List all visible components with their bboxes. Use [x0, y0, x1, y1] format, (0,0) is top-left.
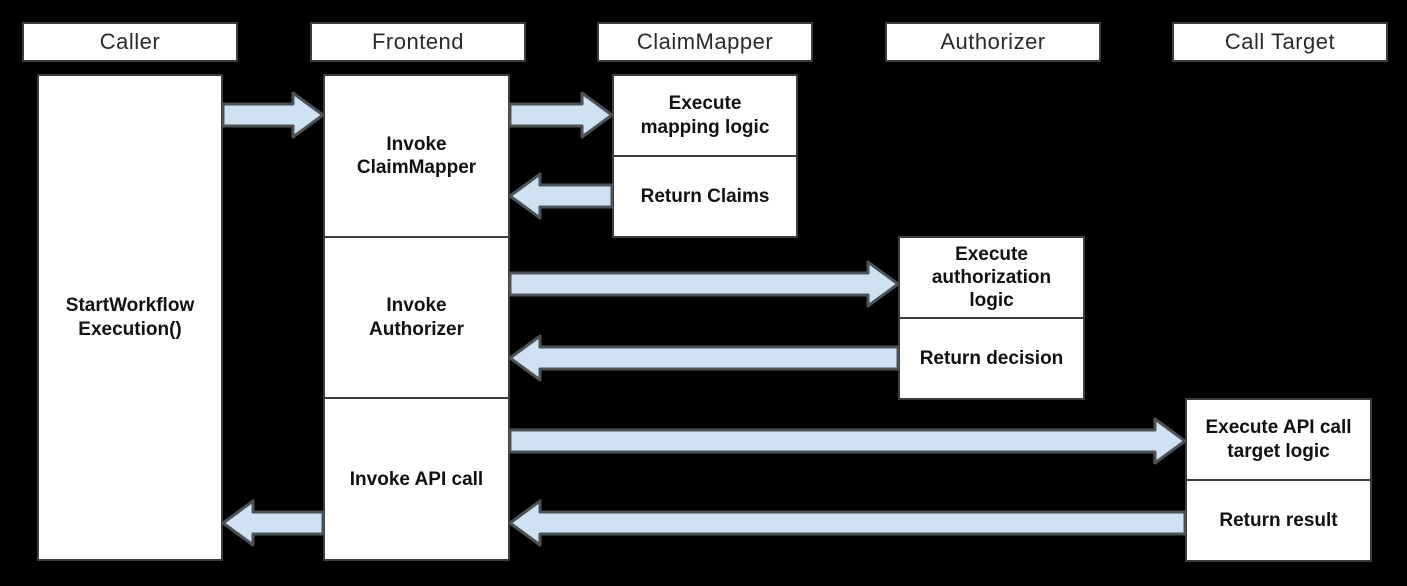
step-invoke-claimmapper: Invoke ClaimMapper — [325, 76, 508, 236]
arrow-frontend-to-calltarget — [508, 417, 1187, 465]
activation-stack-frontend: Invoke ClaimMapper Invoke Authorizer Inv… — [323, 74, 510, 561]
step-execute-authorization-logic: Execute authorization logic — [900, 238, 1083, 317]
participant-header-authorizer: Authorizer — [885, 22, 1101, 62]
step-execute-mapping-logic: Execute mapping logic — [614, 76, 796, 155]
participant-header-claimmapper: ClaimMapper — [597, 22, 813, 62]
step-return-claims: Return Claims — [614, 155, 796, 236]
step-return-decision: Return decision — [900, 317, 1083, 398]
step-execute-api-call-target-logic: Execute API call target logic — [1187, 400, 1370, 479]
step-label: Invoke API call — [349, 468, 484, 490]
participant-header-frontend: Frontend — [310, 22, 526, 62]
step-invoke-authorizer: Invoke Authorizer — [325, 235, 508, 398]
arrow-frontend-to-authorizer — [508, 260, 900, 308]
participant-header-calltarget: Call Target — [1172, 22, 1388, 62]
arrow-authorizer-to-frontend — [508, 334, 900, 382]
step-label: Execute authorization logic — [931, 243, 1052, 312]
activation-stack-authorizer: Execute authorization logic Return decis… — [898, 236, 1085, 400]
activation-stack-claimmapper: Execute mapping logic Return Claims — [612, 74, 798, 238]
participant-header-caller: Caller — [22, 22, 238, 62]
participant-label: Frontend — [371, 29, 465, 54]
step-label: Return decision — [919, 347, 1064, 369]
step-label: Invoke Authorizer — [369, 295, 464, 340]
activation-label: StartWorkflow Execution() — [65, 295, 195, 340]
step-label: Invoke ClaimMapper — [356, 133, 477, 178]
activation-box-caller: StartWorkflow Execution() — [37, 74, 223, 561]
participant-label: Caller — [99, 29, 161, 54]
arrow-claimmapper-to-frontend — [508, 172, 614, 220]
activation-stack-calltarget: Execute API call target logic Return res… — [1185, 398, 1372, 562]
step-label: Return Claims — [640, 185, 770, 207]
participant-label: Call Target — [1224, 29, 1336, 54]
participant-label: ClaimMapper — [636, 29, 774, 54]
step-invoke-api-call: Invoke API call — [325, 397, 508, 559]
arrow-calltarget-to-frontend — [508, 499, 1187, 547]
arrow-caller-to-frontend — [221, 91, 325, 139]
step-label: Execute mapping logic — [640, 93, 770, 138]
step-label: Execute API call target logic — [1205, 417, 1352, 462]
step-label: Return result — [1219, 509, 1338, 531]
participant-label: Authorizer — [940, 29, 1046, 54]
step-return-result: Return result — [1187, 479, 1370, 560]
arrow-frontend-to-caller — [221, 499, 325, 547]
arrow-frontend-to-claimmapper — [508, 91, 614, 139]
